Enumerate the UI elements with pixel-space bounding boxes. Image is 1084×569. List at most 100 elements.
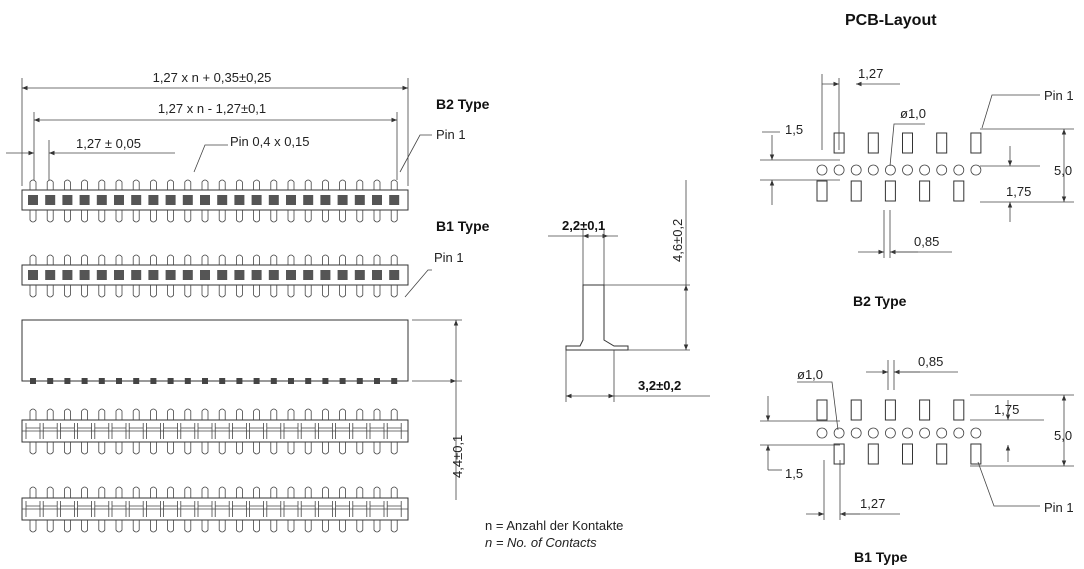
pin xyxy=(322,179,329,190)
contact-cell xyxy=(354,270,365,280)
profile-bottom-dim: 3,2±0,2 xyxy=(638,378,681,393)
contact-cell xyxy=(268,195,279,205)
contact-cell xyxy=(79,270,90,280)
foot xyxy=(374,378,380,384)
pin xyxy=(270,254,278,265)
contact-spring xyxy=(42,423,58,439)
pin xyxy=(287,486,295,498)
contact-spring xyxy=(77,423,92,439)
b1-row-text: 1,75 xyxy=(994,402,1019,417)
pin xyxy=(287,285,295,298)
pcb-hole xyxy=(936,164,948,176)
pcb-pad xyxy=(902,132,913,154)
contact-spring xyxy=(180,423,196,439)
pin xyxy=(253,442,260,455)
b1-left-text: 1,5 xyxy=(785,466,803,481)
pcb-hole xyxy=(850,427,862,439)
overall-dim-text: 1,27 x n + 0,35±0,25 xyxy=(153,70,272,85)
pin xyxy=(218,486,226,498)
pin xyxy=(201,408,209,420)
pin xyxy=(150,408,157,420)
contact-spring xyxy=(197,423,213,439)
pcb-hole xyxy=(953,164,965,176)
pin xyxy=(253,254,260,265)
height-dim-text: 4,4±0,1 xyxy=(450,435,465,478)
contact-cell xyxy=(286,195,296,205)
contact-spring xyxy=(249,501,264,517)
contact-cell xyxy=(114,195,124,205)
pin xyxy=(218,285,226,298)
pcb-pad xyxy=(953,180,965,202)
pin xyxy=(98,408,106,420)
pin1-callout-b1: Pin 1 xyxy=(404,250,464,298)
pin xyxy=(218,254,226,265)
contact-cell xyxy=(148,195,159,205)
pin xyxy=(98,179,106,190)
pcb-pad xyxy=(919,180,931,202)
contact-spring xyxy=(60,423,75,439)
pin xyxy=(150,254,157,265)
pin xyxy=(236,486,243,498)
pin xyxy=(236,408,243,420)
contact-spring xyxy=(283,423,299,439)
pin xyxy=(270,179,278,190)
pin1-callout-b2: Pin 1 xyxy=(399,127,466,173)
height-dimension: 4,4±0,1 xyxy=(412,319,465,500)
pin xyxy=(150,285,157,298)
foot xyxy=(391,378,398,384)
contact-cell xyxy=(165,195,176,205)
pcb-b1-footprint: 0,85 ø1,0 1,75 5,0 1,5 1,27 Pin 1 xyxy=(760,354,1074,520)
pin xyxy=(29,210,37,223)
pin xyxy=(373,408,381,420)
b2-pin1-text: Pin 1 xyxy=(1044,88,1074,103)
contact-cell xyxy=(45,270,56,280)
contact-cell xyxy=(45,195,56,205)
pcb-hole xyxy=(970,164,982,176)
pin xyxy=(356,442,364,455)
contact-spring xyxy=(94,501,110,517)
pin xyxy=(132,408,140,420)
pin1-b1-text: Pin 1 xyxy=(434,250,464,265)
pin xyxy=(29,486,37,498)
pin xyxy=(115,210,123,223)
pcb-pad xyxy=(867,443,879,465)
pin xyxy=(150,179,157,190)
contact-cell xyxy=(28,270,38,280)
contact-cell xyxy=(303,195,314,205)
pin xyxy=(132,486,140,498)
pin xyxy=(81,210,88,223)
pcb-pad xyxy=(970,132,982,154)
pitch-dim-text: 1,27 ± 0,05 xyxy=(76,136,141,151)
pin xyxy=(184,442,192,455)
foot xyxy=(322,378,329,384)
pin xyxy=(218,520,226,533)
b1-type-label: B1 Type xyxy=(436,218,490,234)
pin xyxy=(98,254,106,265)
contact-cell xyxy=(114,270,124,280)
pin xyxy=(270,285,278,298)
pin xyxy=(304,285,312,298)
pin xyxy=(46,254,54,265)
contact-spring xyxy=(214,501,230,517)
pcb-pad xyxy=(850,399,862,421)
contact-cell xyxy=(131,270,142,280)
pin xyxy=(81,179,88,190)
pin xyxy=(304,442,312,455)
contact-cell xyxy=(131,195,142,205)
pin xyxy=(339,179,346,190)
pin xyxy=(29,285,37,298)
b1-pad-text: 0,85 xyxy=(918,354,943,369)
pin xyxy=(373,285,381,298)
pin xyxy=(201,486,209,498)
foot xyxy=(98,378,105,384)
contact-cell xyxy=(62,195,73,205)
pcb-hole xyxy=(953,427,965,439)
pin xyxy=(253,285,260,298)
pin xyxy=(167,285,174,298)
b2-hole-text: ø1,0 xyxy=(900,106,926,121)
b2-left-text: 1,5 xyxy=(785,122,803,137)
pcb-hole xyxy=(816,164,828,176)
pin xyxy=(287,210,295,223)
pin xyxy=(184,210,192,223)
pin xyxy=(390,285,398,298)
